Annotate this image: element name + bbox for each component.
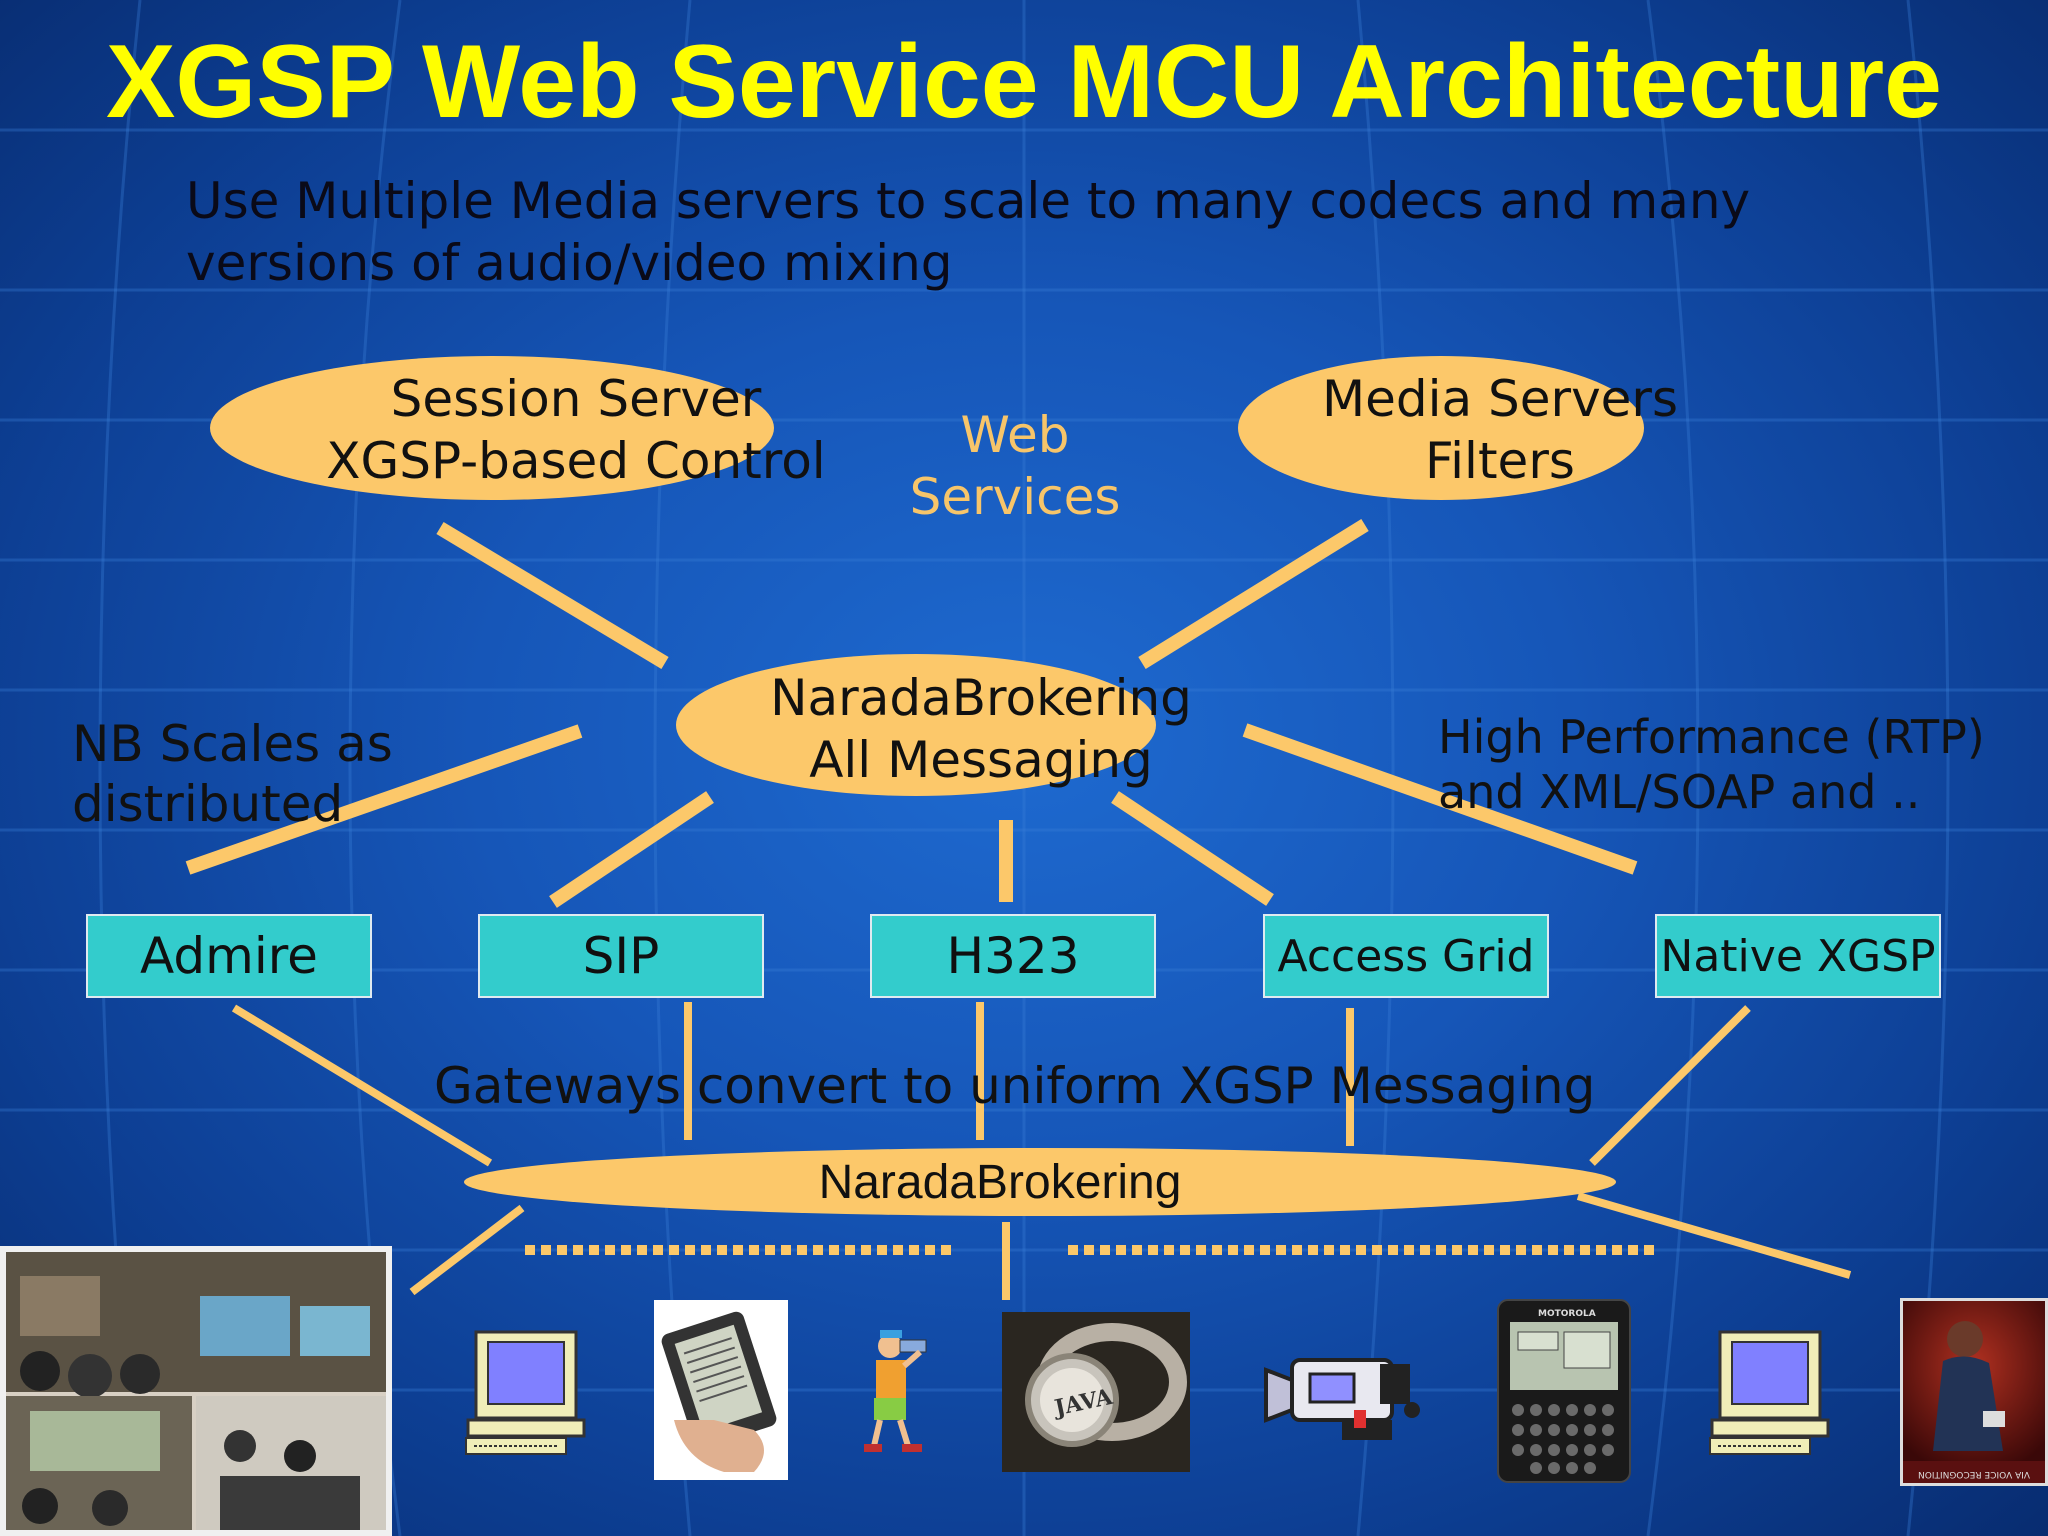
high-performance-label: High Performance (RTP) and XML/SOAP and …	[1438, 710, 1985, 820]
nb-scales-label: NB Scales as distributed	[72, 714, 393, 834]
java-ring-icon: JAVA	[1002, 1312, 1190, 1472]
gateway-label-admire: Admire	[140, 927, 318, 985]
narada-messaging-line-2: All Messaging	[809, 731, 1153, 789]
slide-title: XGSP Web Service MCU Architecture	[105, 24, 1943, 140]
narada-messaging-ellipse	[676, 654, 1156, 796]
line-native-to-nb	[1589, 1005, 1751, 1166]
gateway-label-h323: H323	[946, 927, 1080, 985]
meeting-room-photo-icon	[0, 1246, 392, 1536]
high-performance-line-2: and XML/SOAP and ..	[1438, 765, 1921, 819]
voice-recognition-graphic	[1903, 1301, 2045, 1461]
voice-recognition-photo-icon: VIA VOICE RECOGNITION	[1900, 1298, 2048, 1486]
media-servers-line-2: Filters	[1425, 432, 1575, 490]
narada-bottom-label: NaradaBrokering	[818, 1155, 1182, 1209]
gateway-box-admire[interactable]: Admire	[86, 914, 372, 998]
narada-messaging-line-1: NaradaBrokering	[770, 669, 1192, 727]
handheld-reader-graphic	[661, 1311, 777, 1472]
person-with-camera-graphic	[864, 1330, 927, 1452]
video-camera-graphic	[1264, 1358, 1420, 1440]
web-services-label: Web Services	[880, 404, 1150, 528]
session-server-line-2: XGSP-based Control	[326, 432, 826, 490]
desktop-computer-graphic-2	[1709, 1330, 1830, 1455]
line-narada-to-sip	[549, 791, 714, 908]
high-performance-line-1: High Performance (RTP)	[1438, 710, 1985, 764]
subtitle-line-2: versions of audio/video mixing	[186, 234, 953, 292]
slide-subtitle: Use Multiple Media servers to scale to m…	[186, 170, 1886, 294]
gateway-box-sip[interactable]: SIP	[478, 914, 764, 998]
video-camera-icon	[1262, 1340, 1426, 1448]
svg-text:MOTOROLA: MOTOROLA	[1538, 1309, 1596, 1319]
line-narada-to-accessgrid	[1111, 791, 1274, 906]
desktop-computer-icon	[464, 1328, 588, 1458]
nb-scales-line-1: NB Scales as	[72, 715, 393, 773]
session-server-ellipse	[210, 356, 774, 500]
gateway-box-access-grid[interactable]: Access Grid	[1263, 914, 1549, 998]
motorola-pager-icon: MOTOROLA	[1494, 1296, 1634, 1486]
web-services-line-1: Web	[960, 406, 1070, 464]
desktop-computer-icon	[1708, 1328, 1832, 1458]
line-admire-to-nb	[231, 1004, 493, 1167]
desktop-computer-graphic	[465, 1330, 586, 1455]
media-servers-ellipse	[1238, 356, 1644, 500]
media-servers-label: Media Servers Filters	[1300, 368, 1700, 492]
gateway-label-access-grid: Access Grid	[1277, 930, 1535, 982]
narada-messaging-label: NaradaBrokering All Messaging	[736, 667, 1226, 791]
nb-scales-line-2: distributed	[72, 775, 344, 833]
motorola-pager-graphic: MOTOROLA	[1497, 1299, 1631, 1483]
subtitle-line-1: Use Multiple Media servers to scale to m…	[186, 172, 1751, 230]
gateway-label-native-xgsp: Native XGSP	[1660, 930, 1936, 982]
line-session-to-narada	[436, 521, 669, 670]
web-services-line-2: Services	[909, 468, 1121, 526]
handheld-reader-icon	[654, 1300, 788, 1480]
gateway-label-sip: SIP	[582, 927, 660, 985]
gateways-caption: Gateways convert to uniform XGSP Messagi…	[434, 1057, 1596, 1115]
line-narada-to-native	[1242, 723, 1638, 875]
session-server-line-1: Session Server	[390, 370, 762, 428]
gateway-box-native-xgsp[interactable]: Native XGSP	[1655, 914, 1941, 998]
media-servers-line-1: Media Servers	[1321, 370, 1679, 428]
voice-recognition-caption: VIA VOICE RECOGNITION	[1917, 1469, 2031, 1479]
person-with-camera-icon	[856, 1326, 936, 1456]
meeting-room-photo-graphic	[6, 1252, 386, 1530]
line-media-to-narada	[1138, 519, 1369, 669]
narada-bottom-ellipse: NaradaBrokering	[464, 1148, 1616, 1216]
line-nb-to-voice	[1576, 1192, 1852, 1279]
gateway-box-h323[interactable]: H323	[870, 914, 1156, 998]
java-ring-graphic: JAVA	[1025, 1323, 1187, 1447]
line-nb-to-photo	[409, 1204, 525, 1296]
line-narada-to-admire	[185, 724, 583, 875]
session-server-label: Session Server XGSP-based Control	[296, 368, 856, 492]
